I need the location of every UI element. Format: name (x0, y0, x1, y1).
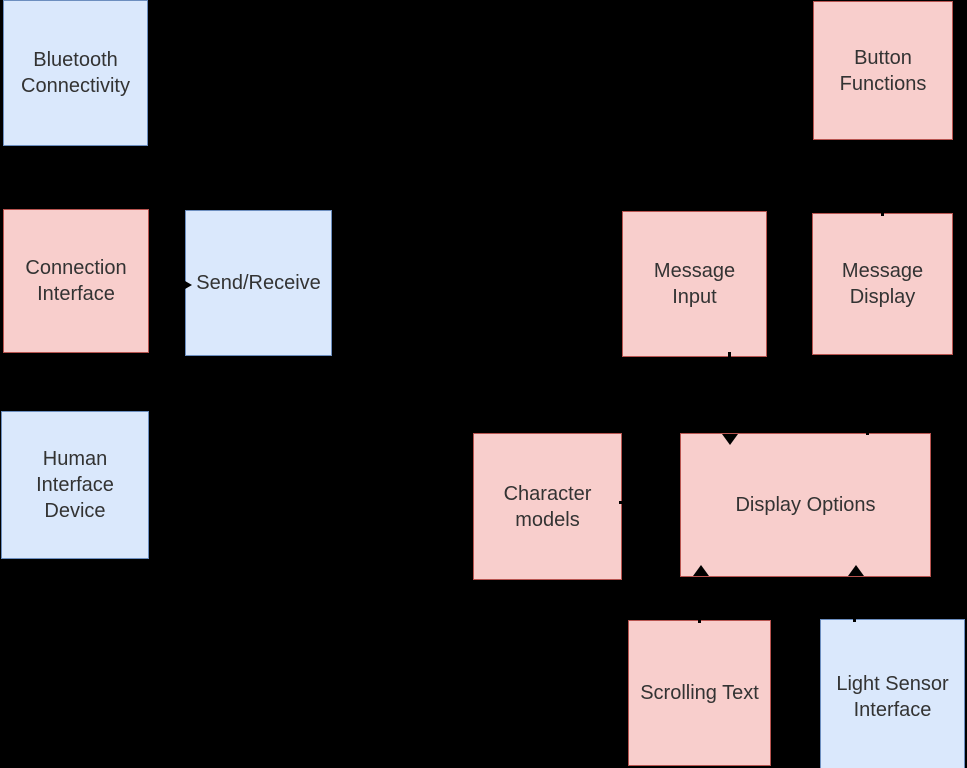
node-label: Display Options (735, 494, 876, 516)
node-label: Light Sensor Interface (836, 672, 949, 721)
arrowhead-up-icon (693, 565, 709, 576)
node-light-sensor-interface[interactable]: Light Sensor Interface (820, 619, 965, 768)
node-human-interface-device[interactable]: Human Interface Device (1, 411, 149, 559)
node-label: Scrolling Text (640, 682, 759, 704)
node-label: Connection Interface (25, 257, 127, 305)
arrowhead-up-icon (848, 565, 864, 576)
node-connection-interface[interactable]: Connection Interface (3, 209, 149, 353)
node-label: Human Interface Device (36, 448, 114, 522)
node-character-models[interactable]: Character models (473, 433, 622, 580)
connector-stub (698, 618, 701, 623)
arrowhead-right-icon (178, 277, 192, 293)
node-display-options[interactable]: Display Options (680, 433, 931, 577)
node-label: Message Display (841, 260, 924, 308)
connector-stub (853, 617, 856, 622)
connector-stub (728, 352, 731, 357)
node-label: Button Functions (839, 46, 927, 95)
arrowhead-down-icon (722, 434, 738, 445)
node-button-functions[interactable]: Button Functions (813, 1, 953, 140)
node-label: Send/Receive (196, 272, 321, 294)
connector-stub (866, 431, 869, 435)
node-send-receive[interactable]: Send/Receive (185, 210, 332, 356)
connector-stub (619, 501, 624, 504)
node-scrolling-text[interactable]: Scrolling Text (628, 620, 771, 766)
node-label: Message Input (653, 260, 736, 308)
node-message-input[interactable]: Message Input (622, 211, 767, 357)
node-bluetooth-connectivity[interactable]: Bluetooth Connectivity (3, 0, 148, 146)
node-label: Bluetooth Connectivity (21, 49, 130, 97)
node-message-display[interactable]: Message Display (812, 213, 953, 355)
node-label: Character models (503, 482, 592, 531)
connector-stub (881, 212, 884, 216)
